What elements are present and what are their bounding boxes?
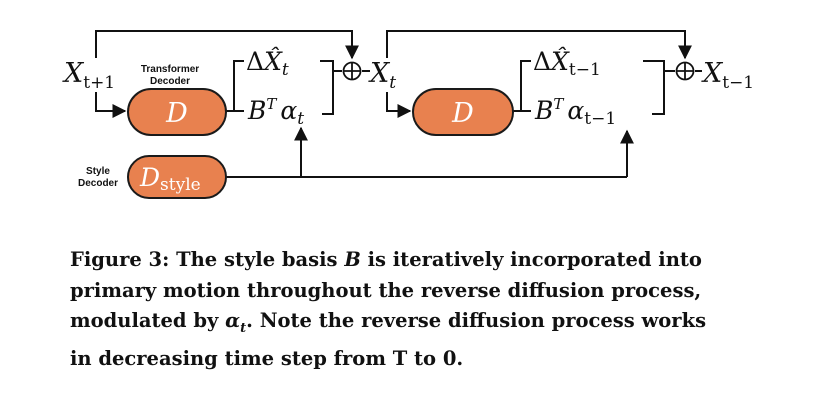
caption-line-3: modulated by αt. Note the reverse diffus… bbox=[70, 309, 707, 336]
diffusion-diagram: D D Dstyle Transformer Decoder Style Dec… bbox=[62, 30, 754, 199]
delta-1-label: ΔX̂t bbox=[246, 47, 289, 80]
input-to-decoder-2 bbox=[386, 92, 412, 118]
transformer-label-line1: Transformer bbox=[141, 64, 199, 75]
input-to-decoder-1 bbox=[95, 92, 127, 118]
decoder-1-output-bracket bbox=[226, 60, 244, 112]
delta-2-label: ΔX̂t−1 bbox=[533, 47, 601, 80]
caption-line-2: primary motion throughout the reverse di… bbox=[70, 278, 702, 302]
figure-caption: Figure 3: The style basis B is iterative… bbox=[70, 245, 790, 375]
decoder-2-symbol: D bbox=[451, 98, 474, 129]
sum-node-2 bbox=[675, 61, 695, 81]
sum-2-input-bracket bbox=[643, 60, 675, 115]
skip-connection-2 bbox=[386, 30, 692, 60]
decoder-2-box bbox=[412, 88, 514, 136]
x-output-label: Xt−1 bbox=[701, 58, 754, 93]
sum-node-1 bbox=[342, 61, 362, 81]
x-input-label: Xt+1 bbox=[62, 58, 115, 93]
decoder-1-box bbox=[127, 88, 227, 136]
caption-line-4: in decreasing time step from T to 0. bbox=[70, 347, 464, 371]
skip-connection-1 bbox=[95, 30, 359, 60]
sum-1-input-bracket bbox=[320, 60, 342, 115]
decoder-1-symbol: D bbox=[165, 98, 188, 129]
decoder-2-output-bracket bbox=[513, 60, 531, 112]
style-label-line2: Decoder bbox=[78, 178, 118, 189]
x-mid-label: Xt bbox=[368, 58, 396, 93]
transformer-label-line2: Decoder bbox=[150, 76, 190, 87]
style-decoder-box bbox=[127, 155, 227, 199]
style-decoder-symbol: Dstyle bbox=[139, 163, 201, 195]
caption-line-1: Figure 3: The style basis B is iterative… bbox=[70, 248, 702, 271]
style-label-line1: Style bbox=[86, 166, 110, 177]
